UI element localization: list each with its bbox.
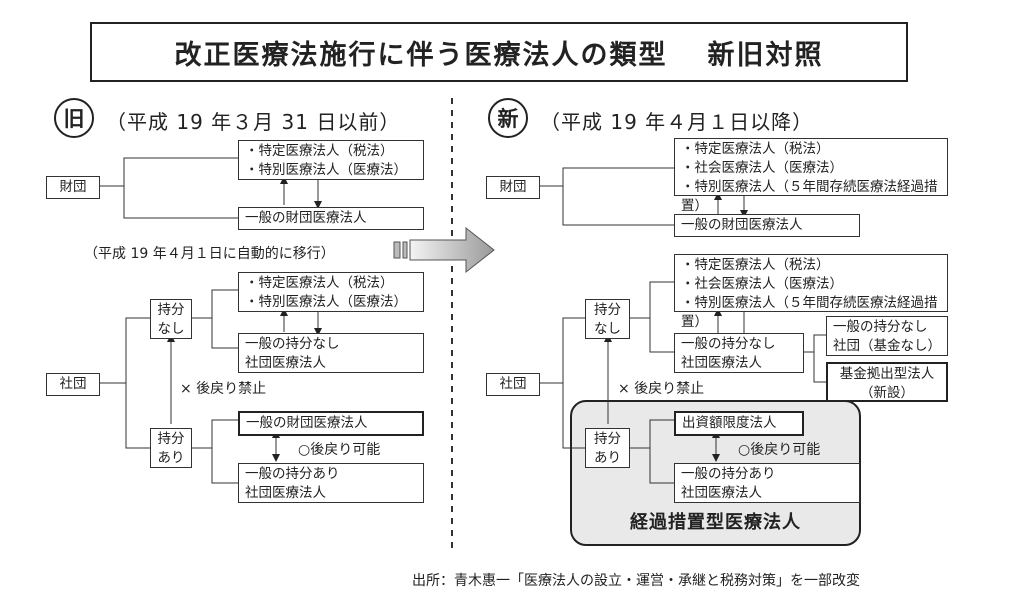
- old-ari-zaidan-box: 一般の財団医療法人: [238, 411, 424, 436]
- old-mochibun-nashi-2: なし: [157, 321, 185, 337]
- old-zaidan-special-box: ・特定医療法人（税法） ・特別医療法人（医療法）: [238, 140, 424, 180]
- transitional-label: 経過措置型医療法人: [630, 512, 801, 533]
- new-zaidan-general-box: 一般の財団医療法人: [674, 214, 860, 237]
- new-kikin-2: （新設）: [860, 385, 914, 401]
- new-mochibun-ari: 持分 あり: [585, 428, 630, 468]
- new-nashi-special-2: ・社会医療法人（医療法）: [681, 276, 843, 292]
- new-can-return: ○後戻り可能: [738, 442, 821, 458]
- old-mochibun-ari-2: あり: [157, 450, 185, 466]
- new-ari-general-box: 一般の持分あり 社団医療法人: [674, 463, 860, 503]
- new-nashi-general-2: 社団医療法人: [681, 355, 762, 371]
- new-mochibun-nashi-2: なし: [594, 321, 621, 337]
- new-ari-general-2: 社団医療法人: [681, 485, 762, 501]
- new-shadan-label: 社団: [486, 373, 540, 396]
- new-nashi-general-1: 一般の持分なし: [681, 336, 776, 352]
- new-ari-general-1: 一般の持分あり: [681, 466, 776, 482]
- old-nashi-special-box: ・特定医療法人（税法） ・特別医療法人（医療法）: [238, 272, 424, 312]
- old-can-return: ○後戻り可能: [298, 442, 381, 458]
- new-nashi-side-1: 一般の持分なし: [833, 319, 928, 335]
- new-mochibun-nashi-1: 持分: [594, 302, 621, 318]
- new-nashi-special-box: ・特定医療法人（税法） ・社会医療法人（医療法） ・特別医療法人（５年間存続医療…: [674, 254, 948, 330]
- new-ari-limited-box: 出資額限度法人: [674, 411, 804, 436]
- old-mochibun-nashi-1: 持分: [157, 302, 185, 318]
- new-nashi-side-box: 一般の持分なし 社団（基金なし）: [826, 316, 948, 356]
- old-shadan-label: 社団: [46, 373, 100, 396]
- new-mochibun-ari-2: あり: [594, 450, 621, 466]
- new-mochibun-ari-1: 持分: [594, 431, 621, 447]
- new-zaidan-special-3: ・特別医療法人（５年間存続医療法経過措置）: [681, 179, 938, 214]
- old-no-return: × 後戻り禁止: [180, 381, 267, 397]
- old-nashi-special-2: ・特別医療法人（医療法）: [245, 294, 407, 310]
- new-nashi-special-1: ・特定医療法人（税法）: [681, 257, 830, 273]
- old-mochibun-nashi: 持分 なし: [150, 299, 192, 339]
- new-zaidan-special-1: ・特定医療法人（税法）: [681, 141, 830, 157]
- old-ari-general-1: 一般の持分あり: [245, 466, 340, 482]
- new-zaidan-special-2: ・社会医療法人（医療法）: [681, 160, 843, 176]
- new-mochibun-nashi: 持分 なし: [585, 299, 630, 339]
- new-zaidan-special-box: ・特定医療法人（税法） ・社会医療法人（医療法） ・特別医療法人（５年間存続医療…: [674, 138, 948, 214]
- new-zaidan-label: 財団: [486, 176, 540, 199]
- old-zaidan-special-2: ・特別医療法人（医療法）: [245, 162, 407, 178]
- page-title: 改正医療法施行に伴う医療法人の類型 新旧対照: [90, 22, 908, 82]
- old-ari-general-box: 一般の持分あり 社団医療法人: [238, 463, 424, 503]
- old-zaidan-general-box: 一般の財団医療法人: [238, 207, 424, 230]
- new-period: （平成 19 年４月１日以降）: [540, 110, 814, 134]
- new-no-return: × 後戻り禁止: [618, 381, 705, 397]
- old-mochibun-ari: 持分 あり: [150, 428, 192, 468]
- new-nashi-special-3: ・特別医療法人（５年間存続医療法経過措置）: [681, 295, 938, 330]
- old-auto-shift-note: （平成 19 年４月１日に自動的に移行）: [84, 246, 335, 262]
- new-kikin-1: 基金拠出型法人: [839, 366, 935, 382]
- old-mochibun-ari-1: 持分: [157, 431, 185, 447]
- old-ari-general-2: 社団医療法人: [245, 485, 326, 501]
- old-nashi-general-box: 一般の持分なし 社団医療法人: [238, 333, 424, 373]
- old-badge: 旧: [54, 98, 94, 138]
- old-zaidan-special-1: ・特定医療法人（税法）: [245, 143, 394, 159]
- title-main: 改正医療法施行に伴う医療法人の類型: [174, 39, 668, 71]
- title-sub: 新旧対照: [707, 39, 824, 71]
- old-nashi-special-1: ・特定医療法人（税法）: [245, 275, 394, 291]
- new-nashi-general-box: 一般の持分なし 社団医療法人: [674, 333, 804, 373]
- old-zaidan-label: 財団: [46, 176, 100, 199]
- old-nashi-general-2: 社団医療法人: [245, 355, 326, 371]
- source-note: 出所：青木惠一「医療法人の設立・運営・承継と税務対策」を一部改変: [412, 573, 860, 589]
- old-nashi-general-1: 一般の持分なし: [245, 336, 340, 352]
- old-period: （平成 19 年３月 31 日以前）: [106, 110, 401, 134]
- new-kikin-box: 基金拠出型法人 （新設）: [826, 362, 948, 402]
- new-nashi-side-2: 社団（基金なし）: [833, 338, 941, 354]
- migration-arrow: [393, 226, 495, 274]
- new-badge: 新: [488, 98, 528, 138]
